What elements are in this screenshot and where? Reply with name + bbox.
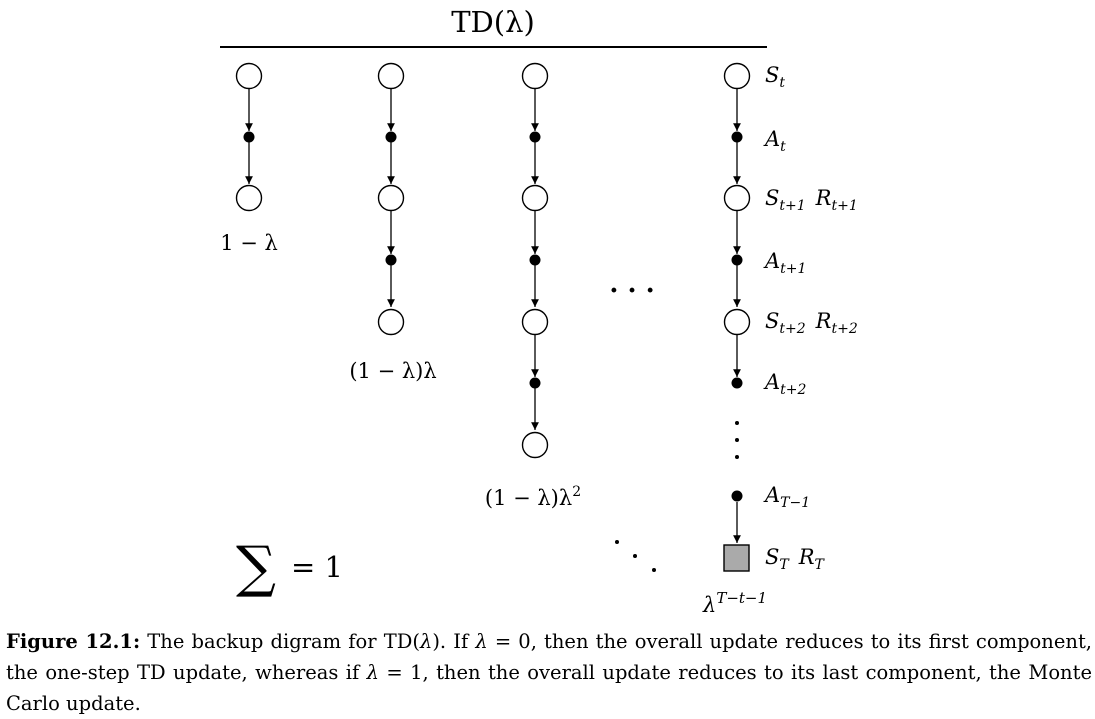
action-node [731,254,743,266]
state-node [521,431,549,459]
ellipsis-horizontal: · · · [609,276,654,306]
action-node [731,131,743,143]
state-node [521,308,549,336]
action-node [529,254,541,266]
column-weight: λT−t−1 [702,589,767,617]
column-1-step: 1 − λ [220,62,278,255]
diagonal-dot [633,554,637,558]
state-node [521,184,549,212]
action-node [243,131,255,143]
caption-lambda: λ [475,630,488,653]
column-3-step: (1 − λ)λ2 [485,62,581,510]
state-node [723,184,751,212]
state-node [723,308,751,336]
column-weight: 1 − λ [220,231,278,255]
state-node [377,184,405,212]
row-label-action-t: At [763,127,786,155]
caption-text: = 1, then the overall update reduces to … [6,661,1092,715]
figure-caption: Figure 12.1: The backup digram for TD(λ)… [6,626,1092,719]
ellipsis-diagonal [615,540,656,572]
row-label-action-t2: At+2 [763,370,807,398]
action-node [731,377,743,389]
caption-text: The backup digram for TD( [140,630,420,653]
state-node [377,308,405,336]
row-label-action-T-1: AT−1 [763,483,810,511]
state-node [377,62,405,90]
row-label-state-t: St [765,63,785,91]
caption-text: ). If [432,630,476,653]
figure-label: Figure 12.1: [6,630,141,653]
caption-lambda: λ [419,630,433,653]
sum-value: = 1 [291,550,343,584]
column-weight: (1 − λ)λ2 [485,484,581,510]
vertical-ellipsis-dot [735,455,739,459]
td-lambda-backup-diagram: TD(λ) 1 − λ (1 − λ)λ (1 [220,5,858,617]
column-weight: (1 − λ)λ [349,359,436,383]
sum-equals-one: ∑ = 1 [236,535,343,600]
state-node [235,184,263,212]
action-node [731,490,743,502]
diagonal-dot [652,568,656,572]
diagram-title: TD(λ) [451,5,535,39]
sum-symbol: ∑ [236,535,276,600]
action-node [529,131,541,143]
state-node [723,62,751,90]
vertical-ellipsis-dot [735,438,739,442]
action-node [385,131,397,143]
caption-lambda: λ [366,661,379,684]
vertical-ellipsis-dot [735,421,739,425]
action-node [529,377,541,389]
terminal-state-node [723,544,750,572]
state-node [235,62,263,90]
state-node [521,62,549,90]
action-node [385,254,397,266]
row-label-action-t1: At+1 [763,249,806,277]
caption-text: = 0, then the overall update reduces to … [6,630,1092,684]
diagonal-dot [615,540,619,544]
column-2-step: (1 − λ)λ [349,62,437,383]
column-monte-carlo: λT−t−1 [702,62,767,617]
